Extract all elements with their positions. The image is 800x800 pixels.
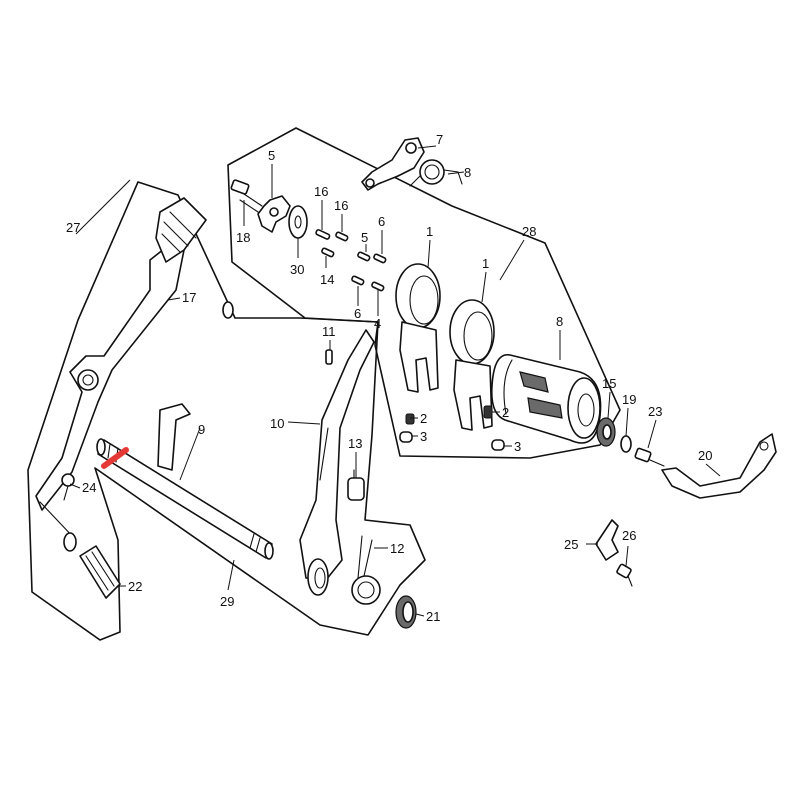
callout-5-plate: 5 — [268, 148, 275, 163]
washer-part-19 — [620, 435, 632, 453]
callout-19: 19 — [622, 392, 636, 407]
pin-part-6a — [373, 253, 387, 264]
roller-part-3b — [491, 439, 505, 451]
pin-part-16b — [335, 231, 349, 242]
callout-17: 17 — [182, 290, 196, 305]
callout-15: 15 — [602, 376, 616, 391]
callout-1b: 1 — [482, 256, 489, 271]
cap-part-21 — [395, 595, 417, 629]
callout-7: 7 — [436, 132, 443, 147]
gearshift-spindle-part-9 — [96, 403, 274, 560]
callout-24: 24 — [82, 480, 96, 495]
callout-12: 12 — [390, 541, 404, 556]
bracket-part-25 — [595, 519, 619, 561]
bolt-part-18 — [230, 179, 263, 213]
circlip-part — [222, 301, 234, 319]
callout-23: 23 — [648, 404, 662, 419]
callout-4: 4 — [374, 316, 381, 331]
callout-25: 25 — [564, 537, 578, 552]
shift-fork-part-1b — [449, 299, 495, 431]
callout-3a: 3 — [420, 429, 427, 444]
callout-5-pin: 5 — [361, 230, 368, 245]
fork-pin-part-2b — [483, 405, 493, 419]
assembly-27-boundary — [27, 181, 426, 641]
callout-21: 21 — [426, 609, 440, 624]
stopper-spring-part-8 — [409, 159, 463, 187]
pin-part-16a — [315, 229, 331, 240]
callout-10: 10 — [270, 416, 284, 431]
shift-drum-part-8 — [490, 354, 602, 444]
gearshift-arm-part-10 — [299, 329, 375, 596]
callout-16a: 16 — [314, 184, 328, 199]
callout-1a: 1 — [426, 224, 433, 239]
callout-27: 27 — [66, 220, 80, 235]
highlight-marker — [101, 447, 129, 469]
callout-28: 28 — [522, 224, 536, 239]
pin-part-6b — [351, 275, 365, 286]
callout-22: 22 — [128, 579, 142, 594]
callout-26: 26 — [622, 528, 636, 543]
pinch-bolt-part-24 — [61, 473, 75, 501]
callout-30: 30 — [290, 262, 304, 277]
callout-2b: 2 — [502, 405, 509, 420]
callout-2a: 2 — [420, 411, 427, 426]
callout-8-spring: 8 — [464, 165, 471, 180]
bolt-part-23 — [634, 447, 665, 467]
drum-stopper-plate-part-20 — [661, 433, 777, 499]
stopper-arm-part-7 — [361, 137, 425, 191]
callout-labels: 7 8 5 18 30 16 16 14 5 6 6 4 1 1 8 2 3 2… — [66, 132, 712, 624]
pedal-rubber-part-17 — [155, 197, 207, 263]
callout-20: 20 — [698, 448, 712, 463]
callout-11: 11 — [322, 324, 336, 339]
pin-part-11 — [325, 349, 333, 365]
pin-part-5 — [357, 251, 371, 262]
washer-part-30 — [288, 205, 308, 239]
pin-part-14 — [321, 247, 335, 258]
callout-9: 9 — [198, 422, 205, 437]
fork-pin-part-2a — [405, 413, 415, 425]
callout-6b: 6 — [354, 306, 361, 321]
callout-29: 29 — [220, 594, 234, 609]
callout-6a: 6 — [378, 214, 385, 229]
footpeg-rubber-part-22 — [63, 532, 121, 599]
gearshift-pedal-part-27 — [35, 229, 189, 541]
callout-8-drum: 8 — [556, 314, 563, 329]
bearing-part-15 — [596, 417, 616, 447]
callout-3b: 3 — [514, 439, 521, 454]
shift-fork-part-1a — [395, 263, 441, 393]
leader-lines — [69, 145, 721, 617]
roller-part-3a — [399, 431, 413, 443]
return-spring-part-12 — [351, 535, 381, 605]
callout-16b: 16 — [334, 198, 348, 213]
pin-part-4 — [371, 281, 385, 292]
callout-14: 14 — [320, 272, 334, 287]
callout-13: 13 — [348, 436, 362, 451]
callout-18: 18 — [236, 230, 250, 245]
bolt-part-26 — [616, 563, 633, 587]
